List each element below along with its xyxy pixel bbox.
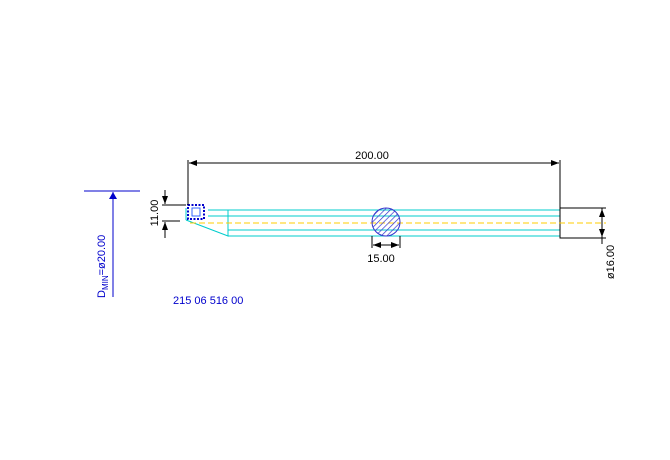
dimension-section-width: 15.00	[367, 236, 401, 265]
section-circle	[371, 207, 401, 237]
cross-section	[371, 207, 401, 237]
insert-inner	[191, 207, 201, 217]
dmin-label-sub: MIN	[101, 275, 110, 290]
dimension-shank-diameter: ø16.00	[590, 207, 617, 279]
part-number: 215 06 516 00	[173, 295, 243, 307]
dmin-arrow	[109, 192, 117, 199]
shank-diameter-label: ø16.00	[605, 245, 617, 279]
dmin-annotation: DMIN=ø20.00	[84, 190, 140, 298]
insert-square	[187, 204, 205, 220]
section-width-label: 15.00	[367, 253, 395, 265]
insert-offset-label: 11.00	[149, 200, 161, 227]
dmin-label-value: =ø20.00	[96, 235, 108, 276]
total-length-label: 200.00	[355, 150, 389, 162]
dmin-label-main: D	[96, 290, 108, 298]
dimension-total-length: 200.00	[187, 150, 561, 208]
dmin-label: DMIN=ø20.00	[96, 235, 110, 298]
dimension-insert-offset: 11.00	[149, 190, 186, 238]
insert	[187, 204, 205, 220]
